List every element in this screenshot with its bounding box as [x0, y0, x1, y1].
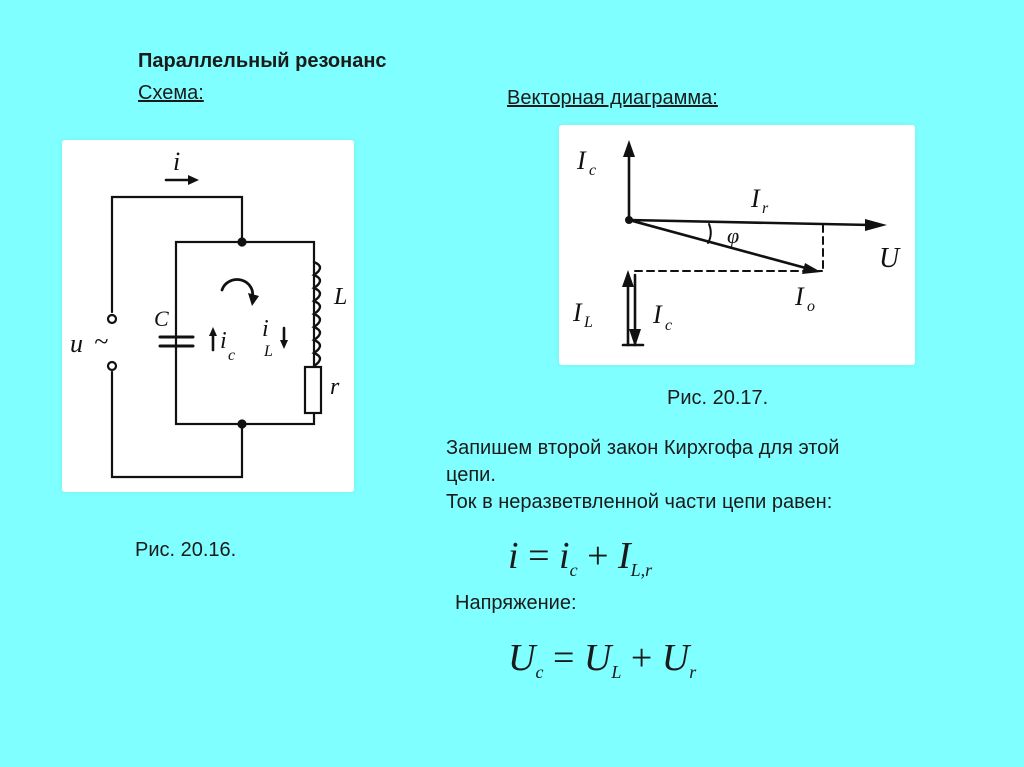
eq1-term1: i [559, 535, 570, 577]
label-current-il: i [262, 316, 269, 342]
resistor [303, 365, 323, 415]
current-il-arrowhead [280, 340, 288, 349]
vector-ic-lower-head [622, 270, 634, 287]
vector-il-down-head [629, 329, 641, 347]
label-resistor-r: r [330, 374, 340, 400]
vector-u-axis [627, 218, 873, 227]
label-source-tilde: ~ [94, 327, 108, 356]
eq2-term2-sub: r [689, 662, 697, 682]
label-source-u: u [70, 329, 83, 358]
label-i0: I [794, 282, 805, 311]
label-il-sub: L [583, 314, 593, 331]
vector-caption: Рис. 20.17. [667, 387, 769, 409]
body-line-1: Запишем второй закон Кирхгофа для этой [446, 437, 840, 459]
label-current-ic: i [220, 328, 227, 354]
label-ic-top-sub: c [589, 162, 596, 179]
vector-i0-head [802, 263, 821, 274]
source-terminal-bottom [106, 360, 118, 372]
eq1-equals: = [528, 535, 550, 577]
vector-diagram: I c I r φ U I o I L I c [572, 140, 901, 347]
label-i0-sub: o [807, 298, 815, 315]
current-i-arrowhead [188, 175, 199, 185]
vector-origin [625, 216, 633, 224]
wire-top [110, 195, 244, 314]
slide-title: Параллельный резонанс [138, 50, 387, 72]
label-ic-bottom: I [652, 300, 663, 329]
body-text: Запишем второй закон Кирхгофа для этой ц… [446, 435, 1006, 516]
junction-bottom [237, 419, 247, 429]
eq1-lhs: i [508, 535, 519, 577]
circuit-caption: Рис. 20.16. [135, 539, 237, 561]
label-inductor-l: L [333, 284, 347, 310]
body-line-2: цепи. [446, 464, 496, 486]
label-phi: φ [727, 223, 739, 248]
vector-diagram-heading: Векторная диаграмма: [507, 87, 718, 109]
equation-voltage: Uc = UL + Ur [508, 636, 696, 683]
eq2-term1: U [583, 637, 612, 679]
label-current-il-sub: L [263, 343, 273, 360]
circuit-diagram: i u ~ C i c i L L r [70, 147, 347, 479]
body-line-3: Ток в неразветвленной части цепи равен: [446, 491, 833, 513]
label-ir: I [750, 184, 761, 213]
angle-phi-arc [707, 223, 712, 244]
label-ir-sub: r [762, 200, 769, 217]
eq2-plus: + [630, 637, 653, 679]
loop-arrow [220, 278, 254, 300]
label-ic-bottom-sub: c [665, 317, 672, 334]
eq2-term2: U [661, 637, 690, 679]
source-terminal-top [106, 313, 118, 325]
eq2-lhs-sub: c [535, 662, 544, 682]
label-ic-top: I [576, 146, 587, 175]
equation-current: i = ic + IL,r [508, 534, 652, 581]
wire-bottom [110, 370, 244, 479]
label-current-ic-sub: c [228, 347, 235, 364]
eq1-term2: I [618, 535, 631, 577]
circuit-figure: i u ~ C i c i L L r [62, 140, 354, 492]
vector-i0 [627, 218, 815, 272]
eq1-term1-sub: c [569, 560, 578, 580]
junction-top [237, 237, 247, 247]
vector-diagram-figure: I c I r φ U I o I L I c [559, 125, 915, 365]
vector-ic-up-head [623, 140, 635, 157]
label-i-top: i [173, 147, 180, 176]
eq2-equals: = [552, 637, 575, 679]
inductor-coil [311, 260, 322, 368]
eq2-term1-sub: L [611, 662, 622, 682]
parallel-block [174, 240, 316, 426]
vector-u-axis-head [865, 219, 887, 231]
label-capacitor-c: C [154, 306, 169, 331]
current-ic-arrowhead [209, 327, 217, 336]
schema-heading: Схема: [138, 82, 204, 104]
voltage-label: Напряжение: [455, 592, 577, 614]
eq1-term2-sub: L,r [630, 560, 653, 580]
eq1-plus: + [587, 535, 609, 577]
eq2-lhs: U [508, 637, 536, 679]
loop-arrowhead [248, 293, 259, 306]
label-il: I [572, 298, 583, 327]
label-u: U [879, 243, 901, 274]
